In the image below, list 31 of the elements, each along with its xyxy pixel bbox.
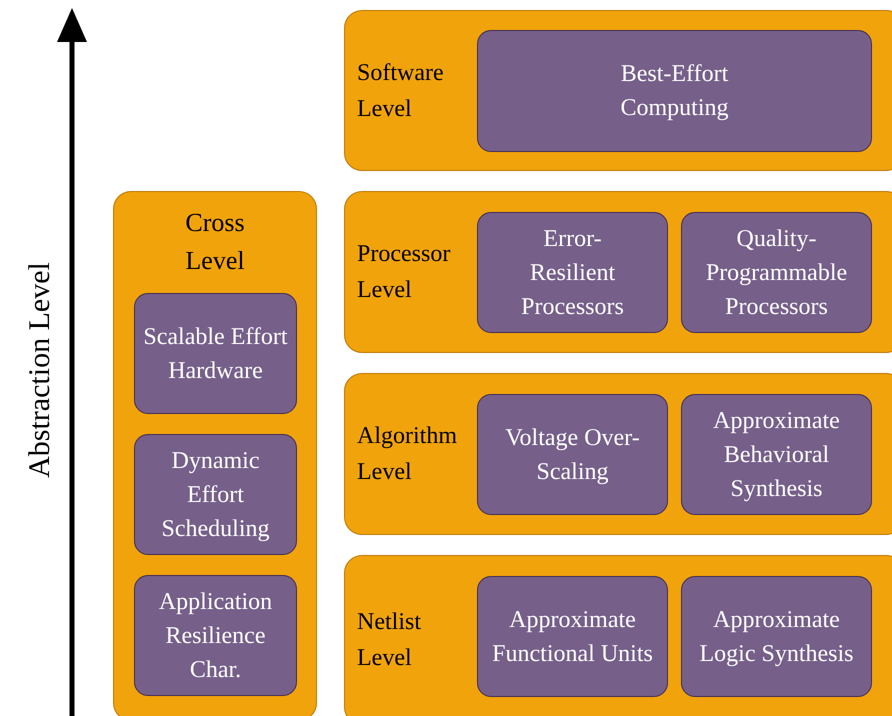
technique-box <box>134 434 297 555</box>
technique-box <box>477 576 668 697</box>
technique-label: Dynamic Effort Scheduling <box>160 446 270 544</box>
technique-label: Quality-Programmable Processors <box>704 224 848 322</box>
technique-box <box>134 575 297 696</box>
technique-box <box>477 212 668 333</box>
axis-label: Abstraction Level <box>23 262 57 478</box>
technique-label: Approximate Logic Synthesis <box>698 606 854 668</box>
level-heading: Algorithm Level <box>357 422 458 487</box>
level-heading: Software Level <box>357 58 445 124</box>
technique-box <box>477 30 872 152</box>
level-panel <box>344 191 892 353</box>
technique-label: Voltage Over-Scaling <box>504 424 641 486</box>
technique-box <box>134 293 297 414</box>
level-panel <box>344 373 892 535</box>
technique-label: Best-Effort Computing <box>619 60 730 123</box>
level-heading: Processor Level <box>357 240 452 305</box>
technique-label: Application Resilience Char. <box>158 588 274 684</box>
technique-label: Approximate Behavioral Synthesis <box>712 406 841 504</box>
technique-box <box>681 576 872 697</box>
level-panel <box>344 555 892 716</box>
technique-box <box>681 212 872 333</box>
level-panel <box>344 10 892 171</box>
level-panel <box>113 191 317 716</box>
level-heading: Cross Level <box>184 207 246 277</box>
technique-label: Scalable Effort Hardware <box>142 322 289 386</box>
level-heading: Netlist Level <box>357 608 422 673</box>
technique-label: Approximate Functional Units <box>491 606 654 668</box>
technique-box <box>681 394 872 515</box>
technique-label: Error-Resilient Processors <box>520 224 625 322</box>
technique-box <box>477 394 668 515</box>
